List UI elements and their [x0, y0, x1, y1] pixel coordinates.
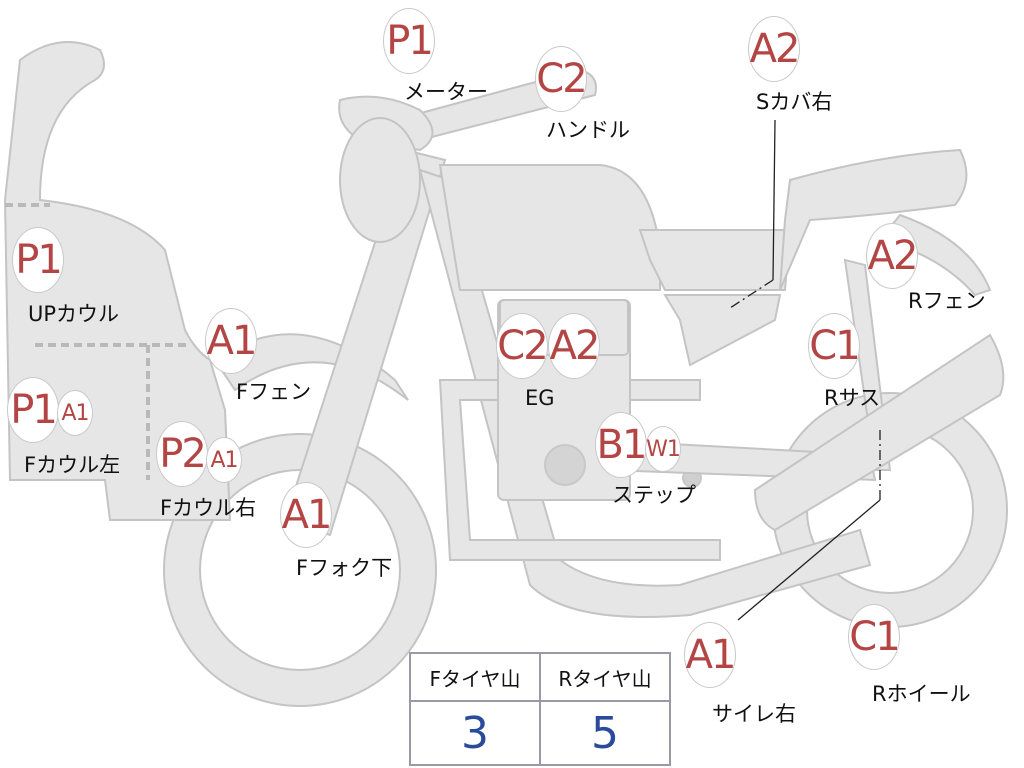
meter-grade-badge: P1 — [383, 8, 435, 74]
f-cowl-left-sub-grade-badge: A1 — [57, 390, 93, 436]
r-suspension-label: Rサス — [824, 386, 881, 410]
seat — [779, 148, 968, 291]
front-tyre-header: Fタイヤ山 — [411, 654, 541, 702]
s-cover-right-grade-badge: A2 — [748, 16, 800, 82]
side-cover — [638, 229, 792, 291]
rear-tyre-header: Rタイヤ山 — [541, 654, 669, 702]
r-wheel-grade-badge: C1 — [848, 604, 901, 670]
f-fender-label: Fフェン — [236, 380, 312, 404]
front-fender — [213, 333, 409, 401]
muffler-right-label: サイレ右 — [712, 702, 796, 726]
engine-grade-badge-2: A2 — [548, 313, 600, 379]
f-cowl-left-label: Fカウル左 — [24, 453, 121, 477]
r-fender-label: Rフェン — [908, 289, 986, 313]
frame — [418, 168, 872, 618]
tyre-tread-table: Fタイヤ山 Rタイヤ山 3 5 — [409, 652, 671, 766]
step-grade-badge: B1 — [595, 412, 647, 478]
engine-label: EG — [525, 386, 555, 410]
r-fender-grade-badge: A2 — [866, 223, 918, 289]
r-wheel-label: Rホイール — [872, 682, 971, 706]
f-cowl-right-label: Fカウル右 — [160, 496, 257, 520]
f-fender-grade-badge: A1 — [205, 308, 257, 374]
handle-grade-badge: C2 — [535, 46, 588, 112]
front-tyre-value: 3 — [411, 702, 541, 764]
muffler — [753, 333, 1005, 532]
meter-label: メーター — [404, 80, 488, 104]
up-cowl-grade-badge: P1 — [12, 227, 64, 293]
up-cowl-label: UPカウル — [28, 302, 120, 326]
handle-label: ハンドル — [546, 118, 630, 142]
f-cowl-right-sub-grade-badge: A1 — [206, 437, 242, 483]
r-suspension-grade-badge: C1 — [808, 313, 861, 379]
step-sub-grade-badge: W1 — [645, 426, 681, 472]
fuel-tank — [438, 164, 661, 291]
s-cover-right-label: Sカバ右 — [756, 90, 833, 114]
f-fork-lower-grade-badge: A1 — [280, 482, 332, 548]
f-cowl-right-grade-badge: P2 — [156, 421, 208, 487]
engine-grade-badge-1: C2 — [496, 313, 549, 379]
muffler-right-grade-badge: A1 — [684, 622, 736, 688]
rear-tyre-value: 5 — [591, 707, 619, 759]
f-fork-lower-label: Fフォク下 — [296, 556, 393, 580]
front-wheel — [164, 434, 436, 706]
step-label: ステップ — [612, 483, 696, 507]
f-cowl-left-grade-badge: P1 — [7, 377, 59, 443]
